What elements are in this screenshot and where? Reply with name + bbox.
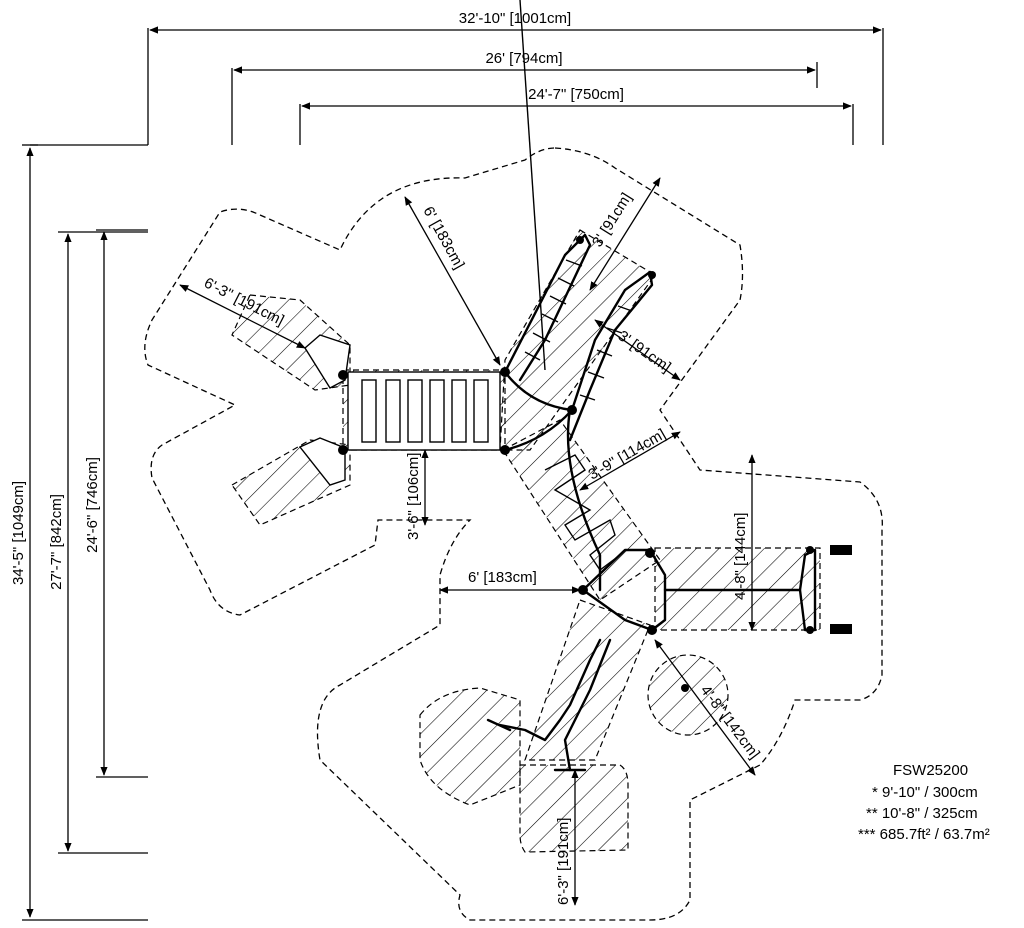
interior-dimensions xyxy=(179,177,756,906)
swing-frame xyxy=(798,548,817,632)
top-dimensions xyxy=(30,26,884,146)
equipment xyxy=(298,0,852,772)
pad-zone-south xyxy=(519,764,629,853)
hex-platform xyxy=(581,548,667,632)
note-line-3: *** 685.7ft² / 63.7m² xyxy=(858,826,990,843)
height-2-label: 27'-7" [842cm] xyxy=(48,494,65,590)
clear-91-b-label: 3' [91cm] xyxy=(615,327,674,376)
note-line-1: * 9'-10" / 300cm xyxy=(872,784,978,801)
overall-height-label: 34'-5" [1049cm] xyxy=(10,481,27,585)
left-dimensions xyxy=(22,144,148,921)
clear-144-label: 4'-8" [144cm] xyxy=(732,513,749,600)
deck-platform xyxy=(347,371,501,451)
deck-connector-arc xyxy=(503,370,574,412)
climber-south xyxy=(498,638,602,742)
clear-91-a-label: 3' [91cm] xyxy=(589,190,635,250)
clear-183-b-label: 6' [183cm] xyxy=(468,569,537,586)
bridge-rail-b xyxy=(566,408,602,592)
climber-south-rail xyxy=(563,638,612,772)
width-3-label: 24'-7" [750cm] xyxy=(528,86,624,103)
pad-zone-sw xyxy=(419,687,521,806)
bridge-rail-a xyxy=(503,408,574,452)
clear-183-a-label: 6' [183cm] xyxy=(420,204,468,272)
note-line-2: ** 10'-8" / 325cm xyxy=(866,805,978,822)
clear-114-label: 3'-9" [114cm] xyxy=(586,426,669,484)
overall-width-label: 32'-10" [1001cm] xyxy=(459,10,571,27)
swing-seats xyxy=(830,545,852,634)
model-number: FSW25200 xyxy=(893,762,968,779)
clear-191-b-label: 6'-3" [191cm] xyxy=(555,818,572,905)
clear-106-label: 3'-6" [106cm] xyxy=(405,453,422,540)
use-zone-outline xyxy=(144,147,883,921)
notes-block: FSW25200 * 9'-10" / 300cm ** 10'-8" / 32… xyxy=(858,762,990,843)
ladder-climber-ne-1 xyxy=(503,233,592,382)
slide-w xyxy=(298,437,346,486)
climber-zone-south xyxy=(524,599,651,761)
deck-rungs xyxy=(361,379,489,443)
height-3-label: 24'-6" [746cm] xyxy=(84,457,101,553)
